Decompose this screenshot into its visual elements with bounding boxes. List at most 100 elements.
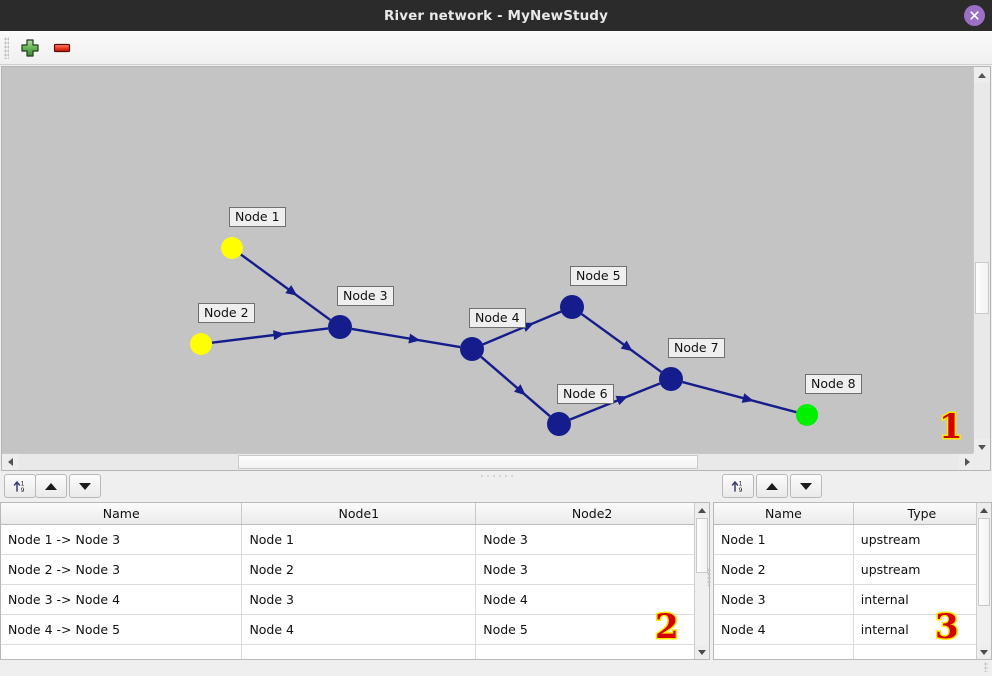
column-header-name[interactable]: Name <box>714 503 853 525</box>
table-cell[interactable]: Node 3 <box>476 525 709 555</box>
graph-node[interactable] <box>190 333 212 355</box>
graph-scroll-up-button[interactable] <box>974 67 990 83</box>
graph-node-label[interactable]: Node 5 <box>570 266 627 286</box>
table-row[interactable]: Node 2 -> Node 3Node 2Node 3 <box>1 555 709 585</box>
table-row-empty[interactable] <box>1 645 709 661</box>
graph-vertical-scrollbar[interactable] <box>973 67 990 455</box>
scrollbar-corner <box>973 453 990 470</box>
network-graph-svg <box>2 67 974 454</box>
table-cell[interactable] <box>1 645 242 661</box>
add-node-icon[interactable] <box>19 38 41 58</box>
table-cell[interactable]: Node 2 -> Node 3 <box>1 555 242 585</box>
graph-node-label[interactable]: Node 4 <box>469 308 526 328</box>
reaches-move-down-button[interactable] <box>69 474 101 498</box>
table-cell[interactable]: Node 1 <box>714 525 853 555</box>
reaches-panel: 1 9 NameNode1Node2 Node 1 -> Node 3Node … <box>0 472 710 676</box>
graph-node[interactable] <box>328 315 352 339</box>
nodes-scroll-up-button[interactable] <box>977 503 991 517</box>
table-cell[interactable]: Node 3 <box>476 555 709 585</box>
graph-vertical-scroll-thumb[interactable] <box>975 262 989 314</box>
graph-node[interactable] <box>221 237 243 259</box>
table-cell[interactable]: Node 4 -> Node 5 <box>1 615 242 645</box>
graph-node-label[interactable]: Node 3 <box>337 286 394 306</box>
reaches-scroll-down-button[interactable] <box>695 645 709 659</box>
nodes-move-up-button[interactable] <box>756 474 788 498</box>
reaches-sort-button[interactable]: 1 9 <box>4 474 36 498</box>
graph-node-label[interactable]: Node 7 <box>668 338 725 358</box>
table-row[interactable]: Node 1 -> Node 3Node 1Node 3 <box>1 525 709 555</box>
graph-edge[interactable] <box>212 328 328 342</box>
table-cell[interactable]: Node 4 <box>714 615 853 645</box>
graph-node[interactable] <box>796 404 818 426</box>
window-resize-grip[interactable] <box>984 662 988 672</box>
table-cell[interactable]: internal <box>853 615 990 645</box>
table-row[interactable]: Node 4internal <box>714 615 991 645</box>
graph-edge[interactable] <box>582 314 662 372</box>
graph-node-label[interactable]: Node 6 <box>557 384 614 404</box>
table-cell[interactable]: Node 4 <box>476 585 709 615</box>
graph-node-label[interactable]: Node 1 <box>229 207 286 227</box>
nodes-move-down-button[interactable] <box>790 474 822 498</box>
nodes-scroll-down-button[interactable] <box>977 645 991 659</box>
table-cell[interactable]: Node 1 <box>242 525 476 555</box>
reaches-scroll-up-button[interactable] <box>695 503 709 517</box>
table-cell[interactable] <box>714 645 853 661</box>
network-graph-canvas[interactable]: Node 1 Node 2 Node 3 Node 4 Node 5 Node 6 Node… <box>2 67 974 454</box>
table-cell[interactable]: Node 3 -> Node 4 <box>1 585 242 615</box>
graph-edge-arrowhead <box>285 285 297 296</box>
table-cell[interactable]: internal <box>853 585 990 615</box>
nodes-table[interactable]: NameType Node 1upstreamNode 2upstreamNod… <box>714 503 991 660</box>
graph-edge[interactable] <box>352 329 460 347</box>
bottom-panels-splitter-grip[interactable] <box>707 568 711 586</box>
reaches-move-up-button[interactable] <box>35 474 67 498</box>
table-cell[interactable]: Node 3 <box>242 585 476 615</box>
table-cell[interactable]: Node 5 <box>476 615 709 645</box>
graph-horizontal-scroll-thumb[interactable] <box>238 455 698 469</box>
graph-node[interactable] <box>547 412 571 436</box>
table-cell[interactable] <box>476 645 709 661</box>
graph-node-label[interactable]: Node 8 <box>805 374 862 394</box>
chevron-up-icon <box>978 73 986 78</box>
table-cell[interactable]: Node 1 -> Node 3 <box>1 525 242 555</box>
reaches-table[interactable]: NameNode1Node2 Node 1 -> Node 3Node 1Nod… <box>1 503 709 660</box>
graph-scroll-left-button[interactable] <box>2 454 18 470</box>
graph-node[interactable] <box>659 367 683 391</box>
table-row[interactable]: Node 4 -> Node 5Node 4Node 5 <box>1 615 709 645</box>
graph-edge[interactable] <box>481 357 550 416</box>
close-icon[interactable] <box>964 5 985 26</box>
nodes-table-scrollbar[interactable] <box>976 503 991 659</box>
table-cell[interactable]: Node 2 <box>242 555 476 585</box>
nodes-scroll-thumb[interactable] <box>978 518 990 606</box>
reaches-scroll-thumb[interactable] <box>696 518 708 573</box>
graph-horizontal-scrollbar[interactable] <box>2 453 975 470</box>
nodes-toolbar: 1 9 <box>713 472 992 500</box>
delete-node-icon[interactable] <box>51 38 73 58</box>
column-header-node1[interactable]: Node1 <box>242 503 476 525</box>
reaches-table-body: Node 1 -> Node 3Node 1Node 3Node 2 -> No… <box>1 525 709 661</box>
chevron-up-icon <box>698 508 706 513</box>
nodes-sort-button[interactable]: 1 9 <box>722 474 754 498</box>
nodes-table-body: Node 1upstreamNode 2upstreamNode 3intern… <box>714 525 991 661</box>
column-header-type[interactable]: Type <box>853 503 990 525</box>
table-row[interactable]: Node 3 -> Node 4Node 3Node 4 <box>1 585 709 615</box>
table-cell[interactable]: upstream <box>853 525 990 555</box>
table-cell[interactable] <box>853 645 990 661</box>
table-row[interactable]: Node 1upstream <box>714 525 991 555</box>
graph-edge[interactable] <box>683 382 797 412</box>
table-row-empty[interactable] <box>714 645 991 661</box>
graph-node[interactable] <box>560 295 584 319</box>
table-cell[interactable]: Node 4 <box>242 615 476 645</box>
graph-node-label[interactable]: Node 2 <box>198 303 255 323</box>
table-row[interactable]: Node 3internal <box>714 585 991 615</box>
table-cell[interactable] <box>242 645 476 661</box>
arrow-up-icon <box>766 483 778 490</box>
toolbar-drag-handle[interactable] <box>4 37 9 59</box>
table-cell[interactable]: Node 3 <box>714 585 853 615</box>
column-header-name[interactable]: Name <box>1 503 242 525</box>
column-header-node2[interactable]: Node2 <box>476 503 709 525</box>
sort-ascending-icon: 1 9 <box>12 478 28 494</box>
graph-node[interactable] <box>460 337 484 361</box>
table-cell[interactable]: upstream <box>853 555 990 585</box>
table-row[interactable]: Node 2upstream <box>714 555 991 585</box>
table-cell[interactable]: Node 2 <box>714 555 853 585</box>
